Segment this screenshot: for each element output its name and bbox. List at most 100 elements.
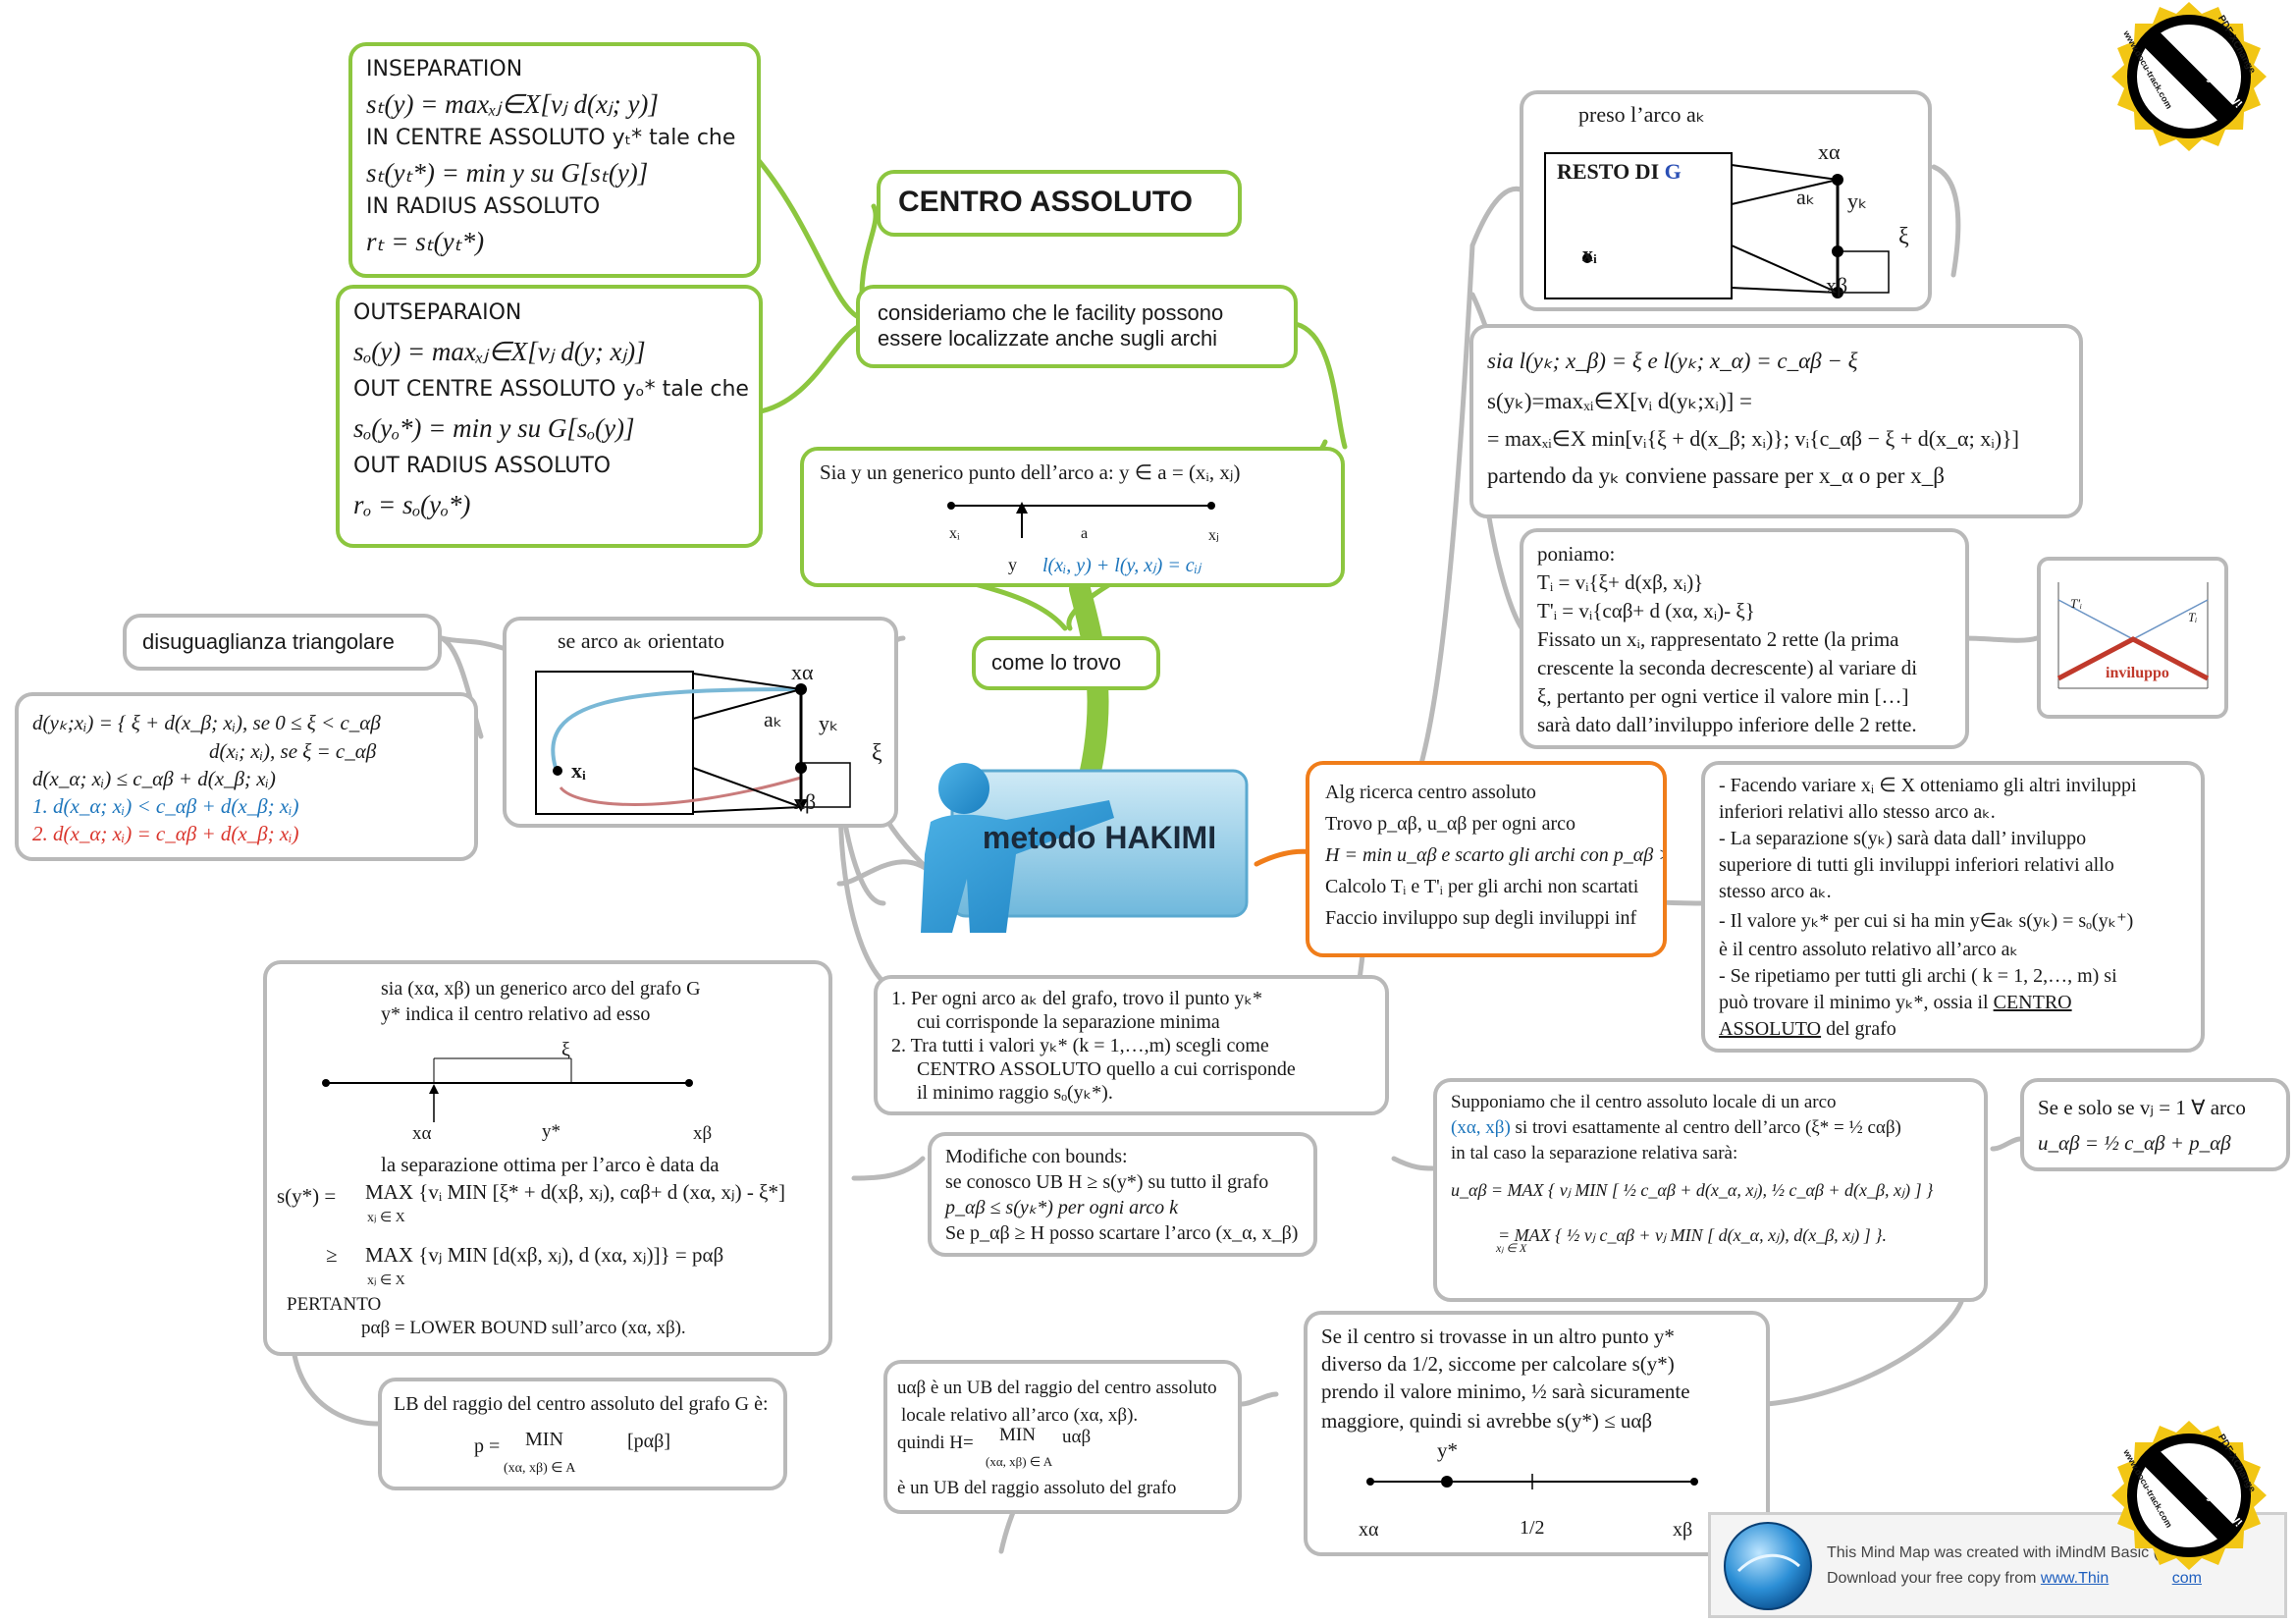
node-consideriamo[interactable]: consideriamo che le facility possono ess… <box>856 285 1298 368</box>
buy-now-badge-icon <box>2111 1421 2267 1570</box>
supponiamo-line-2-text: si trovi esattamente al centro dell’arco… <box>1515 1117 1901 1138</box>
inviluppo-t2: Tᵢ <box>2188 610 2198 624</box>
se-centro-l4: maggiore, quindi si avrebbe s(y*) ≤ uαβ <box>1321 1409 1653 1433</box>
uab-l3a: quindi H= <box>897 1433 974 1453</box>
node-outseparation[interactable]: OUTSEPARAION sₒ(y) = maxₓⱼ∈X[vⱼ d(y; xⱼ)… <box>336 285 763 548</box>
node-se-il-centro[interactable]: Se il centro si trovasse in un altro pun… <box>1304 1311 1770 1556</box>
outseparation-line-2: sₒ(y) = maxₓⱼ∈X[vⱼ d(y; xⱼ)] <box>353 337 646 366</box>
sia-xa-l5b: MAX {vⱼ MIN [d(xβ, xⱼ), d (xα, xⱼ)]} = p… <box>365 1243 724 1267</box>
node-centro-assoluto[interactable]: CENTRO ASSOLUTO <box>877 170 1242 237</box>
sia-l-line-1: sia l(yₖ; x_β) = ξ e l(yₖ; x_α) = c_αβ −… <box>1487 349 1858 373</box>
arco-yk: yₖ <box>819 711 839 735</box>
arc-xi-diagram <box>322 1057 693 1122</box>
inseparation-line-4: sₜ(yₜ*) = min y su G[sₜ(y)] <box>366 158 649 188</box>
node-preso-arco[interactable]: preso l’arco aₖ RESTO DI G xα aₖ yₖ xβ x… <box>1520 90 1932 311</box>
facendo-line-9: può trovare il minimo yₖ*, ossia il CENT… <box>1719 990 2187 1016</box>
node-arco-orientato[interactable]: se arco aₖ orientato xα aₖ yₖ xβ xᵢ ξ <box>503 617 898 828</box>
central-title: metodo HAKIMI <box>982 820 1217 855</box>
buy-now-stamp-bottom[interactable]: Click to buy NOW! PDF-XChange www.docu-t… <box>2106 1419 2272 1586</box>
supponiamo-line-4: u_αβ = MAX { vⱼ MIN [ ½ c_αβ + d(x_α, xⱼ… <box>1451 1180 1934 1200</box>
node-alg-ricerca[interactable]: Alg ricerca centro assoluto Trovo p_αβ, … <box>1306 761 1667 957</box>
node-sia-xa-xb[interactable]: sia (xα, xβ) un generico arco del grafo … <box>263 960 832 1356</box>
sia-l-line-2: s(yₖ)=maxₓᵢ∈X[vᵢ d(yₖ;xᵢ)] = <box>1487 389 1753 413</box>
uab-sub: (xα, xβ) ∈ A <box>986 1454 1053 1469</box>
node-se-e-solo-se[interactable]: Se e solo se vⱼ = 1 ∀ arco u_αβ = ½ c_αβ… <box>2020 1078 2290 1171</box>
outseparation-line-4: sₒ(yₒ*) = min y su G[sₒ(y)] <box>353 413 635 443</box>
sia-xa-l7: pαβ = LOWER BOUND sull’arco (xα, xβ). <box>361 1318 686 1338</box>
node-distanza-yk[interactable]: d(yₖ;xᵢ) = { ξ + d(x_β; xᵢ), se 0 ≤ ξ < … <box>15 692 478 861</box>
sia-xa-xi-sym: ξ <box>561 1039 570 1060</box>
sia-y-xj: xⱼ <box>1208 527 1219 544</box>
oriented-arc-diagram <box>535 671 851 815</box>
lb-pab: [pαβ] <box>627 1431 670 1452</box>
disuguaglianza-label: disuguaglianza triangolare <box>142 629 395 654</box>
footer-line-2: Download your free copy from www.Thin co… <box>1827 1570 2202 1588</box>
sia-xa-sub2: xⱼ ∈ X <box>367 1273 405 1288</box>
sia-l-line-3: = maxₓᵢ∈X min[vᵢ{ξ + d(x_β; xᵢ)}; vᵢ{c_α… <box>1487 426 2020 451</box>
per-ogni-line-3: 2. Tra tutti i valori yₖ* (k = 1,…,m) sc… <box>891 1035 1269 1056</box>
per-ogni-line-1: 1. Per ogni arco aₖ del grafo, trovo il … <box>891 988 1263 1009</box>
se-centro-xa: xα <box>1359 1519 1379 1541</box>
uab-l3b: MIN <box>999 1425 1036 1445</box>
preso-xi-sym: ξ <box>1898 224 1909 249</box>
outseparation-line-1: OUTSEPARAION <box>353 300 522 325</box>
central-node[interactable]: metodo HAKIMI <box>913 761 1256 933</box>
facendo-line-10-text: del grafo <box>1826 1018 1896 1040</box>
inseparation-line-2: sₜ(y) = maxₓⱼ∈X[vⱼ d(xⱼ; y)] <box>366 89 659 119</box>
supponiamo-line-1: Supponiamo che il centro assoluto locale… <box>1451 1092 1837 1112</box>
node-come-lo-trovo[interactable]: come lo trovo <box>972 636 1160 690</box>
sia-xa-l4a: s(y*) = <box>277 1184 337 1208</box>
facendo-line-10: ASSOLUTO del grafo <box>1719 1016 2187 1043</box>
se-centro-half: 1/2 <box>1520 1517 1545 1539</box>
footer-line-1a: This Mind Map was created with iMindM <box>1827 1544 2107 1561</box>
arc-segment-diagram <box>947 502 1215 538</box>
node-facendo-variare[interactable]: - Facendo variare xᵢ ∈ X otteniamo gli a… <box>1701 761 2205 1053</box>
node-poniamo[interactable]: poniamo: Tᵢ = vᵢ{ξ+ d(xβ, xᵢ)} T'ᵢ = vᵢ{… <box>1520 528 1969 749</box>
buy-now-badge-icon <box>2111 2 2267 151</box>
consideriamo-line-2: essere localizzate anche sugli archi <box>878 326 1218 351</box>
facendo-link-centro[interactable]: CENTRO <box>1993 992 2072 1013</box>
sia-y-y: y <box>1008 555 1017 574</box>
node-modifiche-bounds[interactable]: Modifiche con bounds: se conosco UB H ≥ … <box>928 1132 1317 1257</box>
preso-xa: xα <box>1818 139 1841 164</box>
node-centro-assoluto-label: CENTRO ASSOLUTO <box>898 186 1194 218</box>
node-uab-ub[interactable]: uαβ è un UB del raggio del centro assolu… <box>883 1360 1242 1514</box>
node-sia-y-generico[interactable]: Sia y un generico punto dell’arco a: y ∈… <box>800 447 1345 587</box>
lb-l1: LB del raggio del centro assoluto del gr… <box>394 1393 769 1415</box>
arco-ak: aₖ <box>764 707 783 731</box>
poniamo-line-7: sarà dato dall’inviluppo inferiore delle… <box>1537 713 1917 736</box>
footer-link[interactable]: www.Thin <box>2040 1570 2109 1587</box>
dyk-line-2: d(xᵢ; xᵢ), se ξ = c_αβ <box>209 739 377 763</box>
node-lb-raggio[interactable]: LB del raggio del centro assoluto del gr… <box>378 1378 787 1490</box>
node-sia-l[interactable]: sia l(yₖ; x_β) = ξ e l(yₖ; x_α) = c_αβ −… <box>1469 324 2083 518</box>
facendo-link-assoluto[interactable]: ASSOLUTO <box>1719 1018 1822 1040</box>
footer-link-end[interactable]: com <box>2171 1570 2202 1587</box>
node-inseparation[interactable]: INSEPARATION sₜ(y) = maxₓⱼ∈X[vⱼ d(xⱼ; y)… <box>348 42 761 278</box>
node-supponiamo[interactable]: Supponiamo che il centro assoluto locale… <box>1433 1078 1988 1302</box>
modifiche-line-3: p_αβ ≤ s(yₖ*) per ogni arco k <box>945 1197 1178 1218</box>
preso-resto-label: RESTO DI <box>1557 159 1660 184</box>
alg-line-4: Calcolo Tᵢ e T'ᵢ per gli archi non scart… <box>1325 876 1639 897</box>
node-disuguaglianza[interactable]: disuguaglianza triangolare <box>123 614 442 671</box>
facendo-line-2: inferiori relativi allo stesso arco aₖ. <box>1719 801 1996 823</box>
dyk-line-4: 1. d(x_α; xᵢ) < c_αβ + d(x_β; xᵢ) <box>32 794 299 818</box>
poniamo-line-6: ξ, pertanto per ogni vertice il valore m… <box>1537 684 1909 708</box>
facendo-line-1: - Facendo variare xᵢ ∈ X otteniamo gli a… <box>1719 775 2137 796</box>
sia-xa-l2: y* indica il centro relativo ad esso <box>381 1003 651 1025</box>
preso-g-label: G <box>1664 159 1682 184</box>
se-centro-xb: xβ <box>1673 1519 1693 1541</box>
footer-line-2-text: Download your free copy from <box>1827 1570 2037 1587</box>
node-per-ogni-arco[interactable]: 1. Per ogni arco aₖ del grafo, trovo il … <box>874 975 1389 1115</box>
modifiche-line-4: Se p_αβ ≥ H posso scartare l’arco (x_α, … <box>945 1222 1299 1244</box>
arco-orientato-title: se arco aₖ orientato <box>558 628 725 653</box>
preso-arco-title: preso l’arco aₖ <box>1578 102 1706 127</box>
supponiamo-line-2: (xα, xβ) si trovi esattamente al centro … <box>1451 1115 1970 1141</box>
sia-xa-l3: la separazione ottima per l’arco è data … <box>381 1153 720 1176</box>
lb-pa: p = <box>474 1435 501 1457</box>
node-inviluppo[interactable]: T'ᵢ Tᵢ inviluppo <box>2037 557 2228 719</box>
facendo-line-4: superiore di tutti gli inviluppi inferio… <box>1719 854 2114 876</box>
buy-now-stamp-top[interactable]: Click to buy NOW! PDF-XChange www.docu-t… <box>2106 0 2272 167</box>
sia-l-line-4: partendo da yₖ conviene passare per x_α … <box>1487 463 1945 488</box>
per-ogni-line-2: cui corrisponde la separazione minima <box>917 1011 1220 1033</box>
per-ogni-line-5: il minimo raggio sₒ(yₖ*). <box>917 1082 1113 1104</box>
